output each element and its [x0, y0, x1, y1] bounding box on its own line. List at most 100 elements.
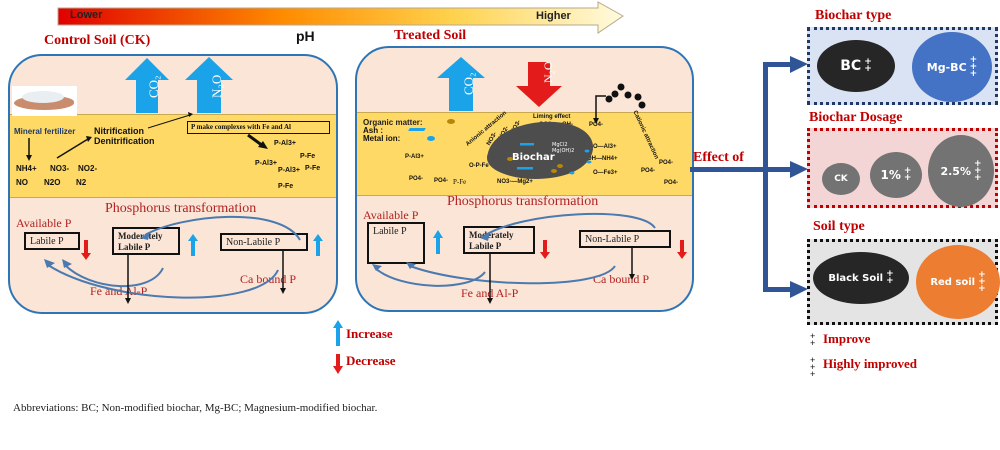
treated-non-labile-box: Non-Labile P	[579, 230, 671, 248]
moderately-line2: Labile P	[469, 241, 502, 251]
p-complex-item: P-Fe	[300, 153, 316, 160]
liming-oh: OH-	[562, 122, 573, 128]
effect-of-label: Effect of	[693, 150, 744, 165]
key-highly-improved-label: Highly improved	[823, 356, 918, 371]
species-nh4: NH4+	[16, 164, 37, 173]
species-label: P-Al3+	[405, 154, 424, 160]
p-complex-item: P-Al3+	[255, 160, 277, 167]
species-label: PO4-	[664, 180, 679, 186]
item-label: Black Soil	[828, 272, 884, 284]
item-label: Mg-BC	[926, 60, 967, 74]
species-label: PO4-	[641, 168, 656, 174]
legend-organic-matter: Organic matter:	[363, 118, 423, 127]
treated-ca-bound-p: Ca bound P	[593, 272, 650, 286]
rating-highly-improved-icon: +++	[978, 269, 986, 294]
species-no2: NO2-	[78, 164, 98, 173]
nitrification-label: Nitrification	[94, 126, 145, 136]
species-no3: NO3-	[50, 164, 70, 173]
item-ck: CK	[822, 163, 860, 195]
control-labile-p-box: Labile P	[24, 232, 80, 250]
control-available-p: Available P	[16, 216, 72, 230]
group-title-soil-type: Soil type	[813, 219, 865, 234]
species-no: NO	[16, 178, 28, 187]
ph-gradient-svg	[57, 1, 624, 34]
legend-increase-arrow	[333, 320, 343, 346]
species-n2: N2	[76, 178, 87, 187]
liming-effect-label: Liming effect	[533, 114, 571, 120]
group-title-biochar-dosage: Biochar Dosage	[809, 110, 903, 125]
rating-improve-icon: ++	[903, 166, 912, 183]
treated-labile-p-box: Labile P	[367, 222, 425, 264]
moderately-line1: Moderately	[469, 230, 514, 240]
treated-soil-title: Treated Soil	[394, 28, 467, 43]
species-label: O-P-Fe	[469, 163, 489, 169]
rating-highly-improved-icon: +++	[973, 158, 982, 183]
treated-available-p: Available P	[363, 208, 419, 222]
p-complex-item: P-Fe	[305, 165, 321, 172]
moderately-line2: Labile P	[118, 242, 151, 252]
liming-co3: CO3-	[539, 122, 554, 128]
group-biochar-type: BC++ Mg-BC+++	[807, 27, 998, 105]
species-label: P-Fe	[453, 178, 467, 186]
item-bc: BC++	[817, 40, 895, 92]
control-moderately-labile-box: Moderately Labile P	[112, 227, 180, 255]
p-complex-item: P-Al3+	[274, 140, 296, 147]
treated-transformation-title: Phosphorus transformation	[447, 194, 599, 209]
metal-ion-swatch	[427, 136, 435, 141]
legend-increase-label: Increase	[346, 326, 393, 341]
species-label: PO4-	[659, 160, 674, 166]
item-label: Red soil	[930, 276, 976, 288]
item-black-soil: Black Soil++	[813, 252, 909, 304]
rating-highly-improved-icon: +++	[969, 54, 978, 79]
item-2-5-percent: 2.5%+++	[928, 135, 994, 207]
key-improve-label: Improve	[823, 331, 871, 346]
item-red-soil: Red soil+++	[916, 245, 1000, 319]
ph-axis-label: pH	[296, 28, 315, 44]
denitrification-label: Denitrification	[94, 136, 155, 146]
control-soil-panel: Mineral fertilizer Nitrification Denitri…	[8, 54, 338, 314]
cation-bond: O—Fe3+	[593, 170, 618, 176]
species-label: PO4-	[589, 122, 604, 128]
legend-metal-ion: Metal ion:	[363, 134, 401, 143]
p-complex-box: P make complexes with Fe and Al	[187, 121, 330, 134]
group-title-biochar-type: Biochar type	[815, 8, 892, 23]
p-complex-item: P-Fe	[278, 183, 294, 190]
abbreviations-footnote: Abbreviations: BC; Non-modified biochar,…	[13, 402, 378, 414]
item-1-percent: 1%++	[870, 152, 922, 198]
mineral-fertilizer-label: Mineral fertilizer	[14, 127, 76, 136]
species-label: NO3-—Mg2+	[497, 179, 533, 185]
group-biochar-dosage: CK 1%++ 2.5%+++	[807, 128, 998, 208]
legend-decrease-label: Decrease	[346, 353, 396, 368]
cation-bond: OH—NH4+	[587, 156, 618, 162]
ph-high-label: Higher	[536, 10, 571, 22]
ph-low-label: Lower	[70, 9, 103, 21]
control-non-labile-box: Non-Labile P	[220, 233, 308, 251]
rating-improve-icon: ++	[864, 57, 872, 74]
item-label: 1%	[880, 168, 901, 182]
key-improve-symbol: ++	[810, 331, 816, 348]
ash-swatch	[408, 128, 426, 131]
control-fe-al-p: Fe and Al-P	[90, 284, 148, 298]
item-label: CK	[834, 174, 848, 184]
species-label: PO4-	[434, 178, 449, 184]
treated-soil-panel: Organic matter: Ash : Metal ion: P-Al3+ …	[355, 46, 694, 312]
group-soil-type: Black Soil++ Red soil+++	[807, 239, 1000, 325]
p-complex-item: P-Al3+	[278, 167, 300, 174]
cation-bond: O—Al3+	[593, 144, 617, 150]
legend-ash: Ash :	[363, 126, 383, 135]
treated-moderately-labile-box: Moderately Labile P	[463, 226, 535, 254]
item-mg-bc: Mg-BC+++	[912, 32, 992, 102]
treated-fe-al-p: Fe and Al-P	[461, 286, 519, 300]
item-label: 2.5%	[940, 164, 971, 178]
fertilizer-image	[12, 86, 77, 116]
moderately-line1: Moderately	[118, 231, 163, 241]
organic-matter-swatch	[447, 119, 455, 124]
item-label: BC	[840, 58, 862, 74]
fertilizer-granules	[22, 91, 64, 103]
species-n2o: N2O	[44, 178, 61, 187]
effect-connector	[690, 56, 808, 298]
control-transformation-title: Phosphorus transformation	[105, 201, 257, 216]
rating-improve-icon: ++	[886, 269, 894, 286]
control-ca-bound-p: Ca bound P	[240, 272, 297, 286]
legend-decrease-arrow	[333, 354, 343, 374]
